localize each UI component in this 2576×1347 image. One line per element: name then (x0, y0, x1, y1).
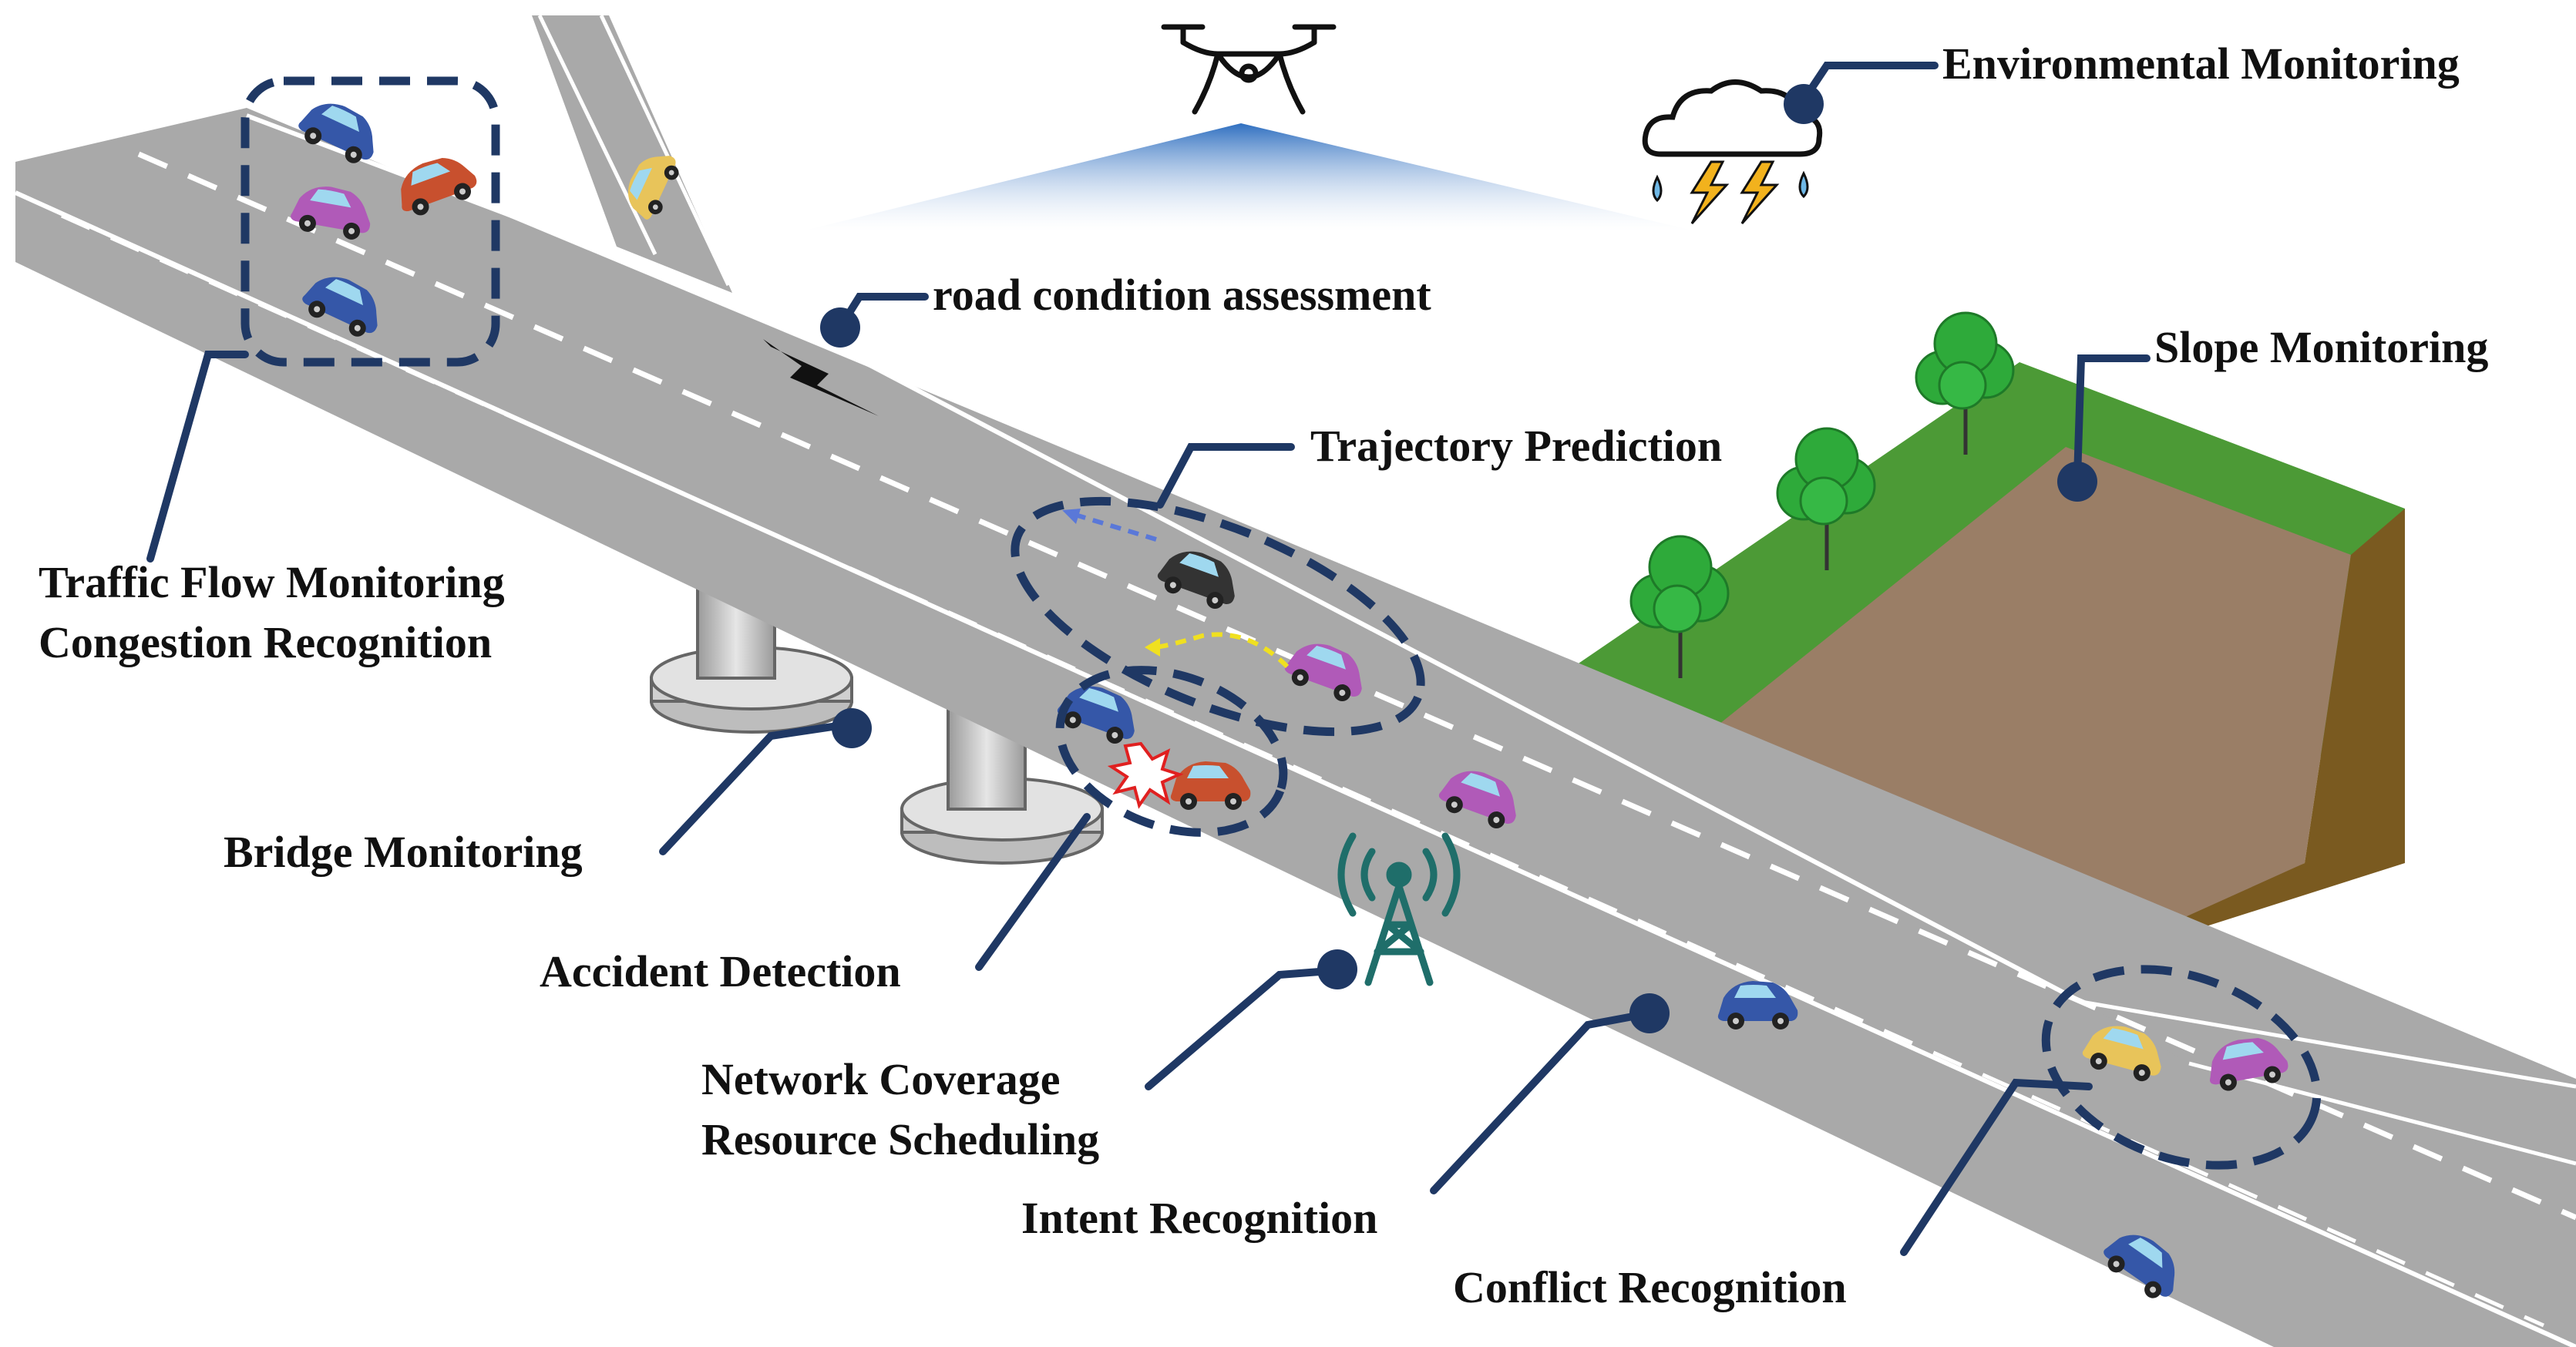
label-environmental-monitoring: Environmental Monitoring (1942, 39, 2460, 89)
storm-cloud-icon (1642, 79, 1823, 225)
label-conflict-recognition: Conflict Recognition (1453, 1262, 1847, 1312)
ramp-right (2081, 1002, 2576, 1171)
road-edge (245, 113, 533, 226)
ramp-edge (599, 14, 731, 287)
label-accident-detection: Accident Detection (540, 946, 901, 996)
ramp-edge (537, 14, 657, 256)
highlight-regions (240, 76, 2322, 1170)
label-resource-scheduling: Resource Scheduling (701, 1114, 1099, 1164)
labels: Environmental Monitoring road condition … (39, 39, 2488, 1312)
collision-icon (1107, 741, 1184, 809)
label-traffic-flow: Traffic Flow Monitoring (39, 557, 505, 607)
highway-surface (15, 108, 2576, 1347)
label-slope-monitoring: Slope Monitoring (2154, 322, 2488, 372)
ramp-edge (2188, 1061, 2576, 1166)
road-edge (14, 190, 2576, 1347)
label-trajectory-prediction: Trajectory Prediction (1310, 421, 1722, 471)
label-road-condition: road condition assessment (933, 270, 1431, 320)
label-bridge-monitoring: Bridge Monitoring (224, 827, 583, 877)
label-network-coverage: Network Coverage (701, 1054, 1060, 1104)
drone-icon (1161, 24, 1337, 115)
callout-dots (820, 84, 2097, 1033)
ramp-top (532, 15, 732, 293)
traffic-flow-region (240, 76, 500, 367)
label-congestion: Congestion Recognition (39, 617, 492, 667)
cell-tower-icon (1337, 832, 1461, 986)
trajectory-arrows (1062, 509, 1290, 669)
label-intent-recognition: Intent Recognition (1021, 1193, 1377, 1243)
road (14, 14, 2576, 1347)
callouts (146, 62, 2151, 1256)
lane-divider (137, 151, 2576, 1221)
accident-region (1055, 666, 1288, 837)
trajectory-region (1011, 496, 1425, 737)
road-edge (731, 291, 2083, 1004)
cliff-face (2066, 509, 2405, 971)
drone-scan-beam (802, 123, 1696, 231)
ramp-edge (2080, 999, 2576, 1089)
lane-divider (60, 213, 2545, 1328)
conflict-region (2041, 965, 2322, 1170)
lightning-crack-icon (763, 339, 879, 416)
